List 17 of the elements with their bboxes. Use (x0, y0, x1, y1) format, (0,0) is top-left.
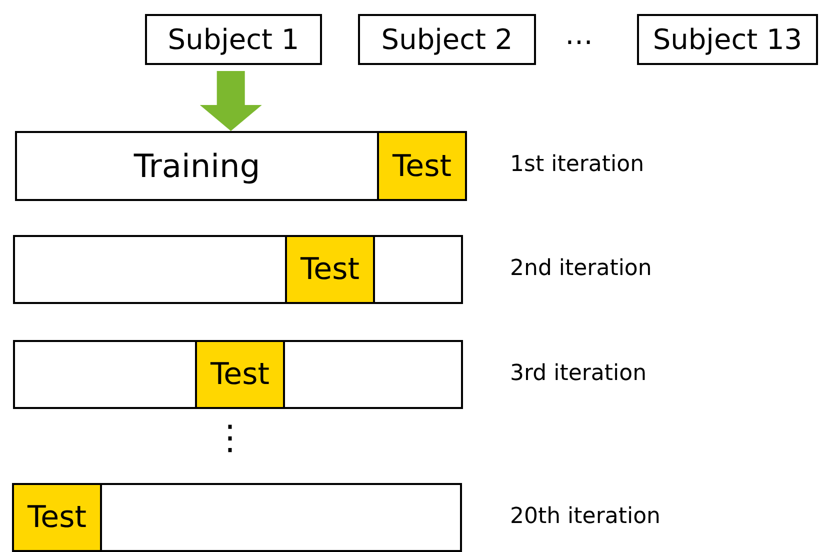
iteration-label: 3rd iteration (510, 360, 647, 386)
test-segment: Test (12, 483, 102, 552)
subject-box: Subject 13 (637, 14, 818, 65)
ellipsis-mark: … (565, 18, 593, 51)
arrow (200, 71, 262, 131)
test-segment: Test (377, 131, 467, 201)
subject-box: Subject 1 (145, 14, 322, 65)
data-bar (13, 340, 463, 409)
test-segment: Test (195, 340, 285, 409)
vertical-ellipsis: ⋮ (213, 418, 247, 458)
iteration-label: 2nd iteration (510, 256, 652, 280)
data-bar (13, 235, 463, 304)
test-segment: Test (285, 235, 375, 304)
data-bar (12, 483, 462, 552)
iteration-label: 1st iteration (510, 152, 644, 177)
iteration-label: 20th iteration (510, 504, 660, 528)
subject-box: Subject 2 (358, 14, 536, 65)
